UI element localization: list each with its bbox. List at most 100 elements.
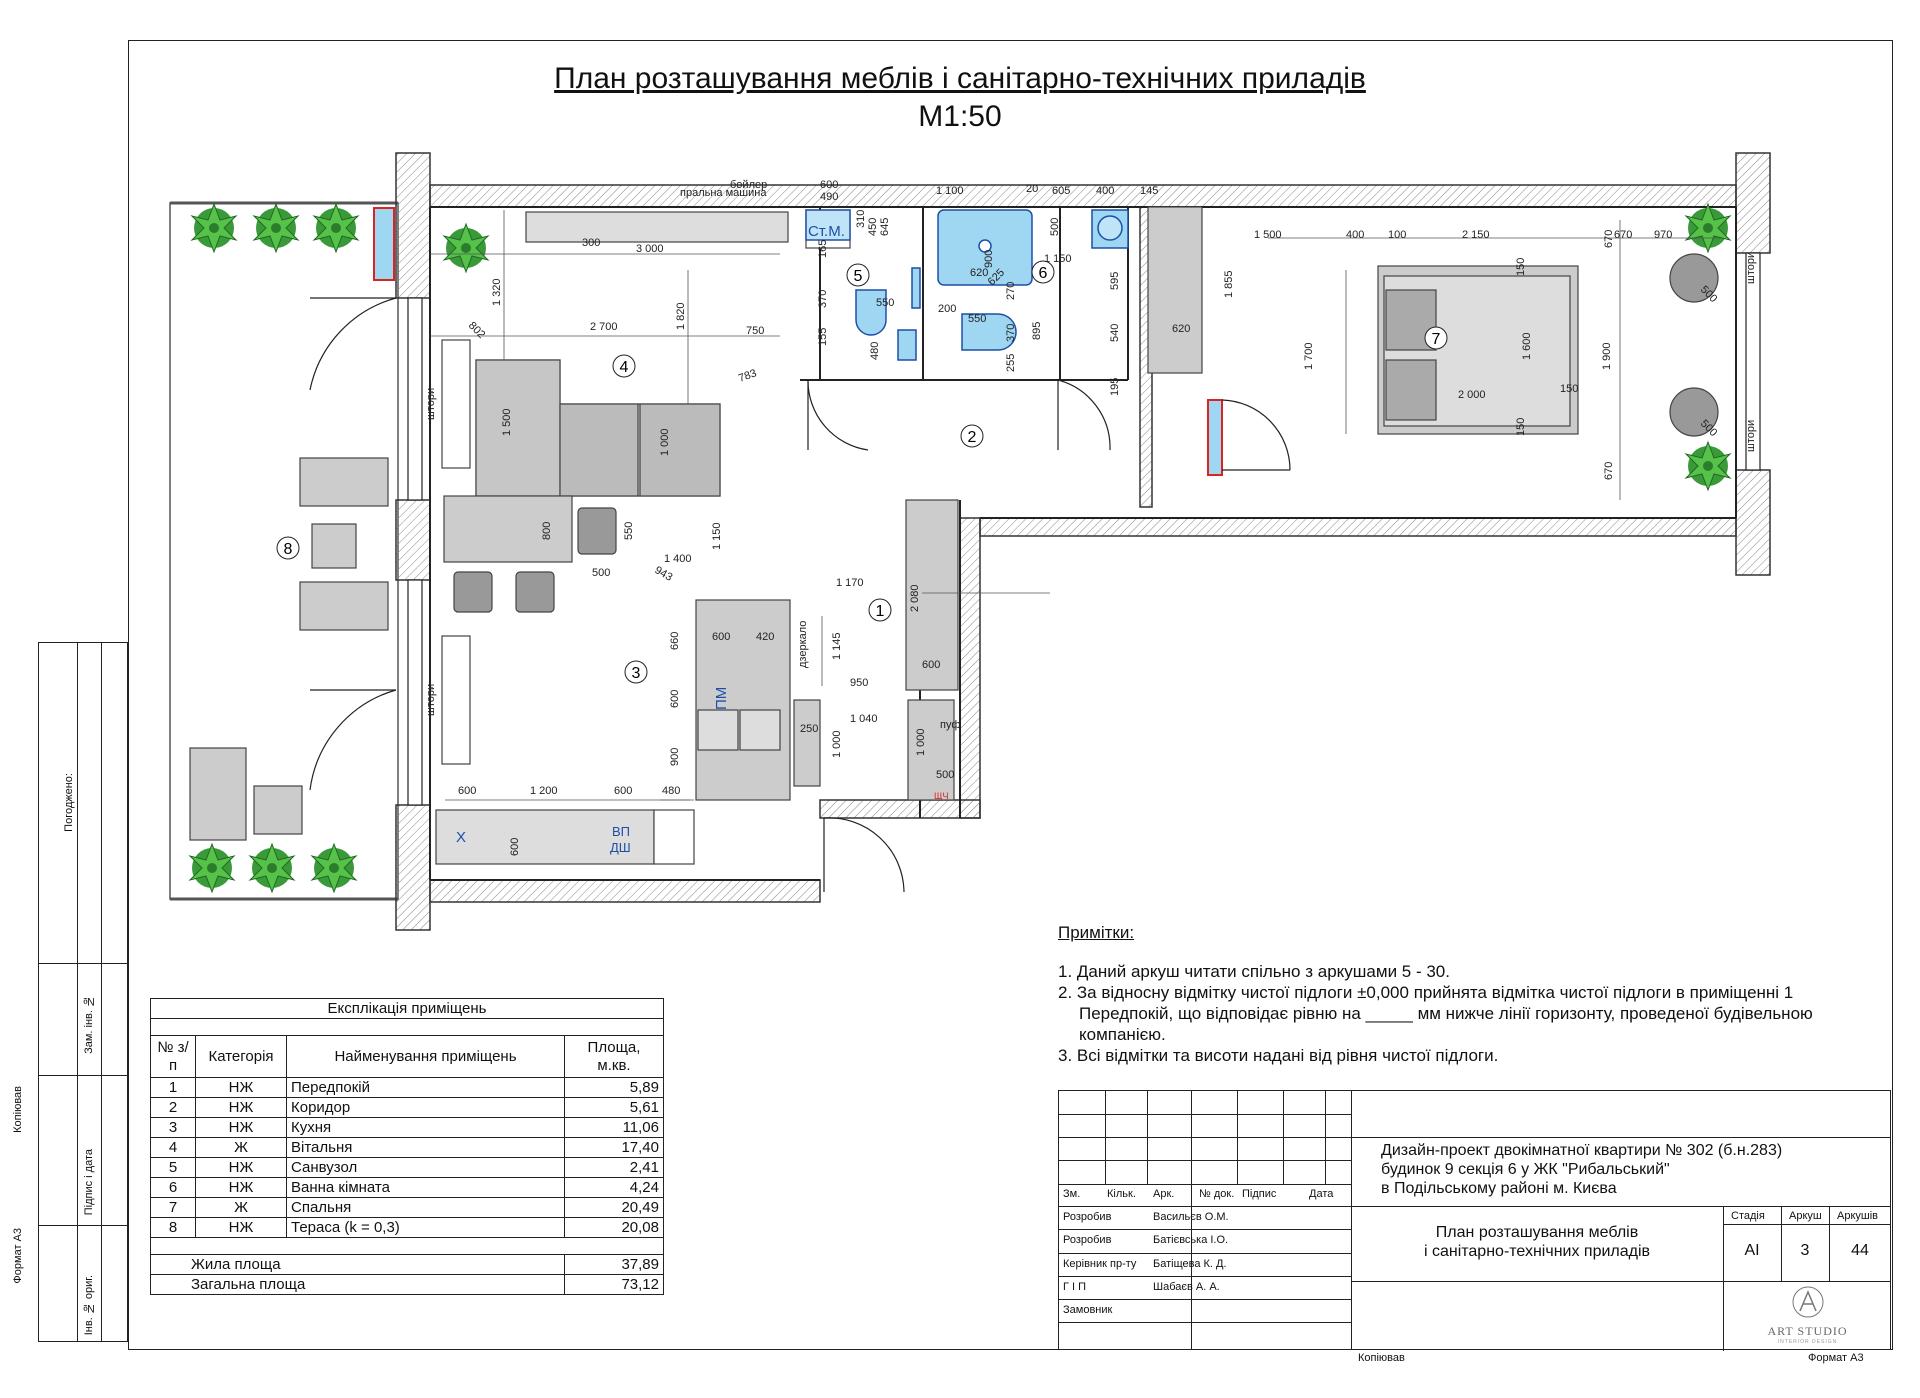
svg-text:800: 800: [541, 522, 553, 540]
footer-copied: Копіював: [1358, 1352, 1405, 1364]
svg-text:420: 420: [756, 631, 774, 643]
sheets-value: 44: [1851, 1242, 1869, 1259]
svg-text:8: 8: [284, 541, 293, 558]
sheets-label: Аркушів: [1837, 1210, 1879, 1222]
svg-text:600: 600: [509, 838, 521, 856]
svg-text:550: 550: [876, 297, 894, 309]
doors: [309, 297, 1291, 893]
svg-text:1 100: 1 100: [936, 185, 964, 197]
svg-text:300: 300: [582, 237, 600, 249]
svg-text:2 080: 2 080: [909, 584, 921, 612]
svg-text:6: 6: [1039, 265, 1048, 282]
role-developer: Розробив: [1063, 1211, 1112, 1223]
svg-text:250: 250: [800, 723, 818, 735]
note-item: 2. За відносну відмітку чистої підлоги ±…: [1058, 983, 1813, 1044]
logo-subtext: INTERIOR DESIGN: [1777, 1339, 1838, 1345]
svg-text:500: 500: [936, 769, 954, 781]
window-red-marker: [373, 207, 395, 281]
svg-text:200: 200: [938, 303, 956, 315]
svg-text:2 150: 2 150: [1462, 229, 1490, 241]
svg-text:670: 670: [1603, 230, 1615, 248]
svg-text:150: 150: [1515, 258, 1527, 276]
boiler-label: бойлер: [730, 179, 767, 191]
svg-text:550: 550: [968, 313, 986, 325]
col-sign: Підпис: [1242, 1188, 1277, 1200]
name-2: Батієвська І.О.: [1153, 1234, 1229, 1246]
agreed-label: Погоджено:: [63, 773, 75, 832]
svg-text:1 150: 1 150: [711, 522, 723, 550]
svg-text:1 500: 1 500: [1254, 229, 1282, 241]
svg-text:1 400: 1 400: [664, 553, 692, 565]
svg-text:165: 165: [817, 240, 829, 258]
footer-format: Формат А3: [1808, 1352, 1864, 1364]
project-line-1: Дизайн-проект двокімнатної квартири № 30…: [1381, 1142, 1783, 1159]
svg-text:1 000: 1 000: [659, 428, 671, 456]
svg-text:750: 750: [746, 325, 764, 337]
dimension-lines: [430, 210, 1720, 801]
vertical-dim-texts: 1 320 1 820 1 500 1 000 800 550 1 150 66…: [425, 210, 1757, 856]
svg-text:5: 5: [854, 268, 863, 285]
curtains-label-1: штори: [425, 388, 437, 420]
svg-text:600: 600: [922, 659, 940, 671]
role-manager: Керівник пр-ту: [1063, 1258, 1137, 1270]
svg-text:600: 600: [820, 179, 838, 191]
col-change: Зм.: [1063, 1188, 1081, 1200]
room-numbers: 1 2 3 4 5 6 7 8: [276, 260, 1448, 684]
room-number-5: 5: [846, 263, 870, 287]
curtains-label-3: штори: [1745, 252, 1757, 284]
svg-text:595: 595: [1109, 272, 1121, 290]
vp-label: ВП: [612, 824, 630, 839]
scale-label: М1:50: [918, 100, 1002, 133]
name-3: Батіщева К. Д.: [1153, 1258, 1227, 1270]
svg-text:600: 600: [712, 631, 730, 643]
studio-logo: ART STUDIO INTERIOR DESIGN: [1723, 1281, 1892, 1351]
svg-text:670: 670: [1614, 229, 1632, 241]
sanitary-fixtures: [805, 209, 1129, 361]
blue-labels: Ст.М. ПМ Х ВП ДШ: [456, 223, 845, 855]
svg-text:900: 900: [983, 250, 995, 268]
svg-text:145: 145: [1140, 185, 1158, 197]
name-4: Шабаєв А. А.: [1153, 1281, 1220, 1293]
col-header-area: Площа, м.кв.: [564, 1035, 664, 1078]
svg-text:1 600: 1 600: [1521, 332, 1533, 360]
col-doc: № док.: [1199, 1188, 1235, 1200]
svg-text:1 000: 1 000: [831, 730, 843, 758]
project-line-2: будинок 9 секція 6 у ЖК "Рибальський": [1381, 1161, 1670, 1178]
svg-text:1: 1: [876, 603, 885, 620]
sheet-label: Аркуш: [1789, 1210, 1822, 1222]
col-date: Дата: [1309, 1188, 1334, 1200]
windows: [407, 252, 1761, 806]
room-number-2: 2: [960, 424, 984, 448]
svg-text:620: 620: [1172, 323, 1190, 335]
stage-label: Стадія: [1731, 1210, 1765, 1222]
title-block: Зм. Кільк. Арк. № док. Підпис Дата Розро…: [1058, 1090, 1892, 1351]
svg-text:400: 400: [1346, 229, 1364, 241]
svg-text:605: 605: [1052, 185, 1070, 197]
svg-text:670: 670: [1603, 462, 1615, 480]
svg-text:1 170: 1 170: [836, 577, 864, 589]
explication-table: Експлікація приміщень № з/п Категорія На…: [150, 998, 664, 1295]
room-number-3: 3: [624, 660, 648, 684]
puf-label: пуф: [940, 719, 960, 731]
svg-text:895: 895: [1031, 322, 1043, 340]
svg-text:1 855: 1 855: [1223, 270, 1235, 298]
svg-text:600: 600: [669, 690, 681, 708]
svg-text:4: 4: [620, 359, 629, 376]
svg-text:500: 500: [592, 567, 610, 579]
svg-text:950: 950: [850, 677, 868, 689]
project-line-3: в Подільському районі м. Києва: [1381, 1180, 1617, 1197]
mirror-label: дзеркало: [797, 621, 809, 668]
svg-text:540: 540: [1109, 324, 1121, 342]
h-label: Х: [456, 829, 466, 846]
room-number-4: 4: [612, 354, 636, 378]
room-number-6: 6: [1031, 260, 1055, 284]
svg-text:1 900: 1 900: [1601, 342, 1613, 370]
svg-text:2 000: 2 000: [1458, 389, 1486, 401]
role-developer-2: Розробив: [1063, 1234, 1112, 1246]
side-approval-stamp: Погоджено: Зам. інв. № Підпис і дата Інв…: [38, 642, 128, 1342]
